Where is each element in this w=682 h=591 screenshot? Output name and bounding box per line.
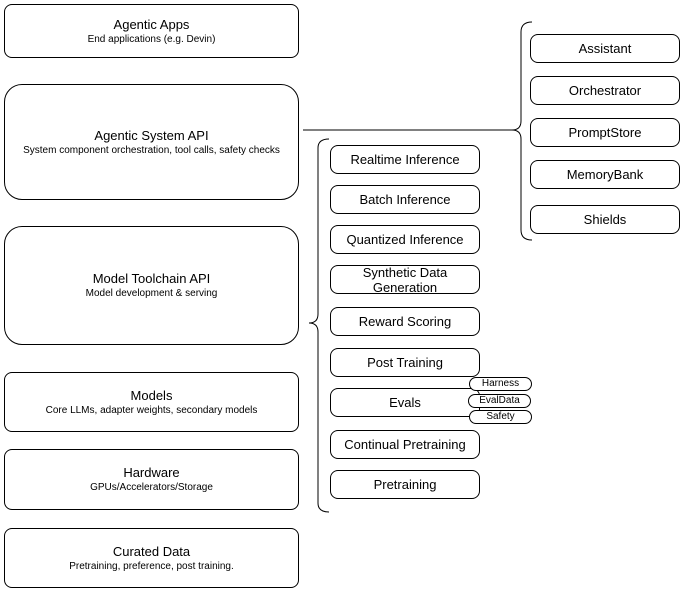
eval-tag-safety: Safety [469,410,532,424]
system-components-brace [511,21,533,241]
toolchain-item-post-training: Post Training [330,348,480,377]
node-subtitle: System component orchestration, tool cal… [23,144,280,156]
node-subtitle: Model development & serving [85,288,218,299]
node-hardware: Hardware GPUs/Accelerators/Storage [4,449,299,510]
node-subtitle: End applications (e.g. Devin) [87,33,216,45]
system-component-promptstore: PromptStore [530,118,680,147]
node-curated-data: Curated Data Pretraining, preference, po… [4,528,299,588]
node-subtitle: Pretraining, preference, post training. [69,560,234,572]
toolchain-item-batch-inference: Batch Inference [330,185,480,214]
node-subtitle: GPUs/Accelerators/Storage [90,482,213,493]
system-component-memorybank: MemoryBank [530,160,680,189]
node-title: Agentic System API [94,127,209,143]
eval-tag-harness: Harness [469,377,532,391]
node-title: Agentic Apps [113,16,190,32]
node-title: Curated Data [112,543,191,559]
eval-tag-evaldata: EvalData [468,394,531,408]
system-component-assistant: Assistant [530,34,680,63]
node-title: Model Toolchain API [92,271,211,286]
node-model-toolchain-api: Model Toolchain API Model development & … [4,226,299,345]
node-agentic-system-api: Agentic System API System component orch… [4,84,299,200]
node-subtitle: Core LLMs, adapter weights, secondary mo… [45,404,258,416]
toolchain-item-evals: Evals [330,388,480,417]
system-component-orchestrator: Orchestrator [530,76,680,105]
toolchain-item-synthetic-data-generation: Synthetic Data Generation [330,265,480,295]
node-models: Models Core LLMs, adapter weights, secon… [4,372,299,432]
toolchain-item-continual-pretraining: Continual Pretraining [330,430,480,459]
toolchain-brace [308,138,330,513]
system-component-shields: Shields [530,205,680,234]
toolchain-item-realtime-inference: Realtime Inference [330,145,480,174]
node-agentic-apps: Agentic Apps End applications (e.g. Devi… [4,4,299,58]
node-title: Hardware [123,465,180,480]
node-title: Models [130,387,173,403]
toolchain-item-quantized-inference: Quantized Inference [330,225,480,254]
toolchain-item-pretraining: Pretraining [330,470,480,499]
toolchain-item-reward-scoring: Reward Scoring [330,307,480,336]
